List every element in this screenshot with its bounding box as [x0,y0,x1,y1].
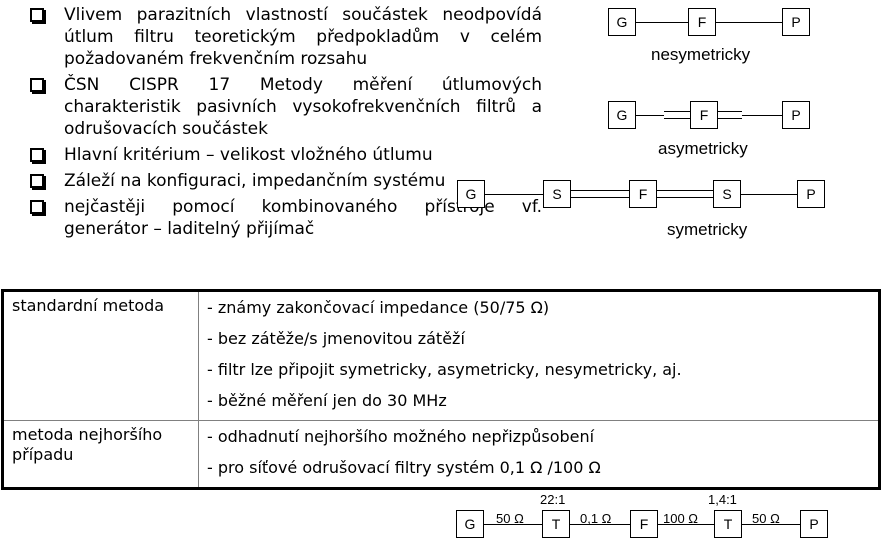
bullet-list: Vlivem parazitních vlastností součástek … [30,4,542,244]
block-p: P [800,510,828,538]
impedance-label: 50 Ω [496,511,524,526]
bullet-item: ČSN CISPR 17 Metody měření útlumových ch… [30,74,542,140]
table-row: standardní metoda - známy zakončovací im… [2,290,880,421]
bullet-item: Vlivem parazitních vlastností součástek … [30,4,542,70]
worst-case-chain-diagram: G T F T P 22:1 1,4:1 50 Ω 0,1 Ω 100 Ω 50… [456,490,828,542]
connector-line [636,115,664,116]
block-p: P [797,180,825,208]
transformer-ratio: 22:1 [540,492,566,507]
double-connector [664,111,690,119]
method-description: - známy zakončovací impedance (50/75 Ω) … [198,290,880,421]
block-t: T [542,510,570,538]
bullet-item: Záleží na konfiguraci, impedančním systé… [30,170,494,192]
transformer-ratio: 1,4:1 [708,492,737,507]
bullet-text: ČSN CISPR 17 Metody měření útlumových ch… [64,75,542,139]
description-item: - bez zátěže/s jmenovitou zátěží [207,329,465,348]
table-row: metoda nejhoršího případu - odhadnutí ne… [2,420,880,489]
double-connector [657,190,713,198]
connector-line [716,22,782,23]
connector-line [741,194,797,195]
impedance-label: 100 Ω [663,511,699,526]
bullet-text: Hlavní kritérium – velikost vložného útl… [64,145,433,165]
block-f: F [630,510,658,538]
block-s: S [713,180,741,208]
checkbox-bullet-icon [30,200,44,214]
block-t: T [714,510,742,538]
description-item: - běžné měření jen do 30 MHz [207,391,447,410]
impedance-label: 50 Ω [752,511,780,526]
checkbox-bullet-icon [30,174,44,188]
diagram-nonsymmetric: G F P nesymetricky [608,8,810,68]
method-name: standardní metoda [2,290,199,421]
double-connector [716,111,742,119]
diagram-symmetric: G S F S P symetricky [457,180,837,244]
connector-line [742,115,782,116]
diagram-caption: nesymetricky [651,45,751,64]
block-f: F [688,8,716,36]
bullet-text: Záleží na konfiguraci, impedančním systé… [64,171,446,191]
bullet-text: nejčastěji pomocí kombinovaného přístroj… [64,197,542,239]
checkbox-bullet-icon [30,8,44,22]
methods-table: standardní metoda - známy zakončovací im… [1,289,881,490]
connector-line [740,524,800,525]
checkbox-bullet-icon [30,148,44,162]
block-g: G [456,510,484,538]
diagram-caption: symetricky [667,220,748,239]
block-f: F [629,180,657,208]
connector-line [485,194,543,195]
block-s: S [543,180,571,208]
block-g: G [457,180,485,208]
diagram-caption: asymetricky [658,139,748,158]
description-item: - známy zakončovací impedance (50/75 Ω) [207,298,550,317]
method-name: metoda nejhoršího případu [2,420,199,489]
block-p: P [782,8,810,36]
method-description: - odhadnutí nejhoršího možného nepřizpůs… [198,420,880,489]
connector-line [636,22,688,23]
block-p: P [782,101,810,129]
description-item: - odhadnutí nejhoršího možného nepřizpůs… [207,427,595,446]
bullet-item: Hlavní kritérium – velikost vložného útl… [30,144,494,166]
connector-line [568,524,630,525]
block-g: G [608,8,636,36]
connector-line [482,524,542,525]
description-item: - filtr lze připojit symetricky, asymetr… [207,360,682,379]
bullet-item: nejčastěji pomocí kombinovaného přístroj… [30,196,542,240]
connector-line [656,524,714,525]
bullet-text: Vlivem parazitních vlastností součástek … [64,5,542,69]
block-g: G [608,101,636,129]
double-connector [571,190,629,198]
checkbox-bullet-icon [30,78,44,92]
description-item: - pro síťové odrušovací filtry systém 0,… [207,458,601,477]
block-f: F [690,101,718,129]
diagram-asymmetric: G F P asymetricky [608,101,810,161]
impedance-label: 0,1 Ω [580,511,612,526]
